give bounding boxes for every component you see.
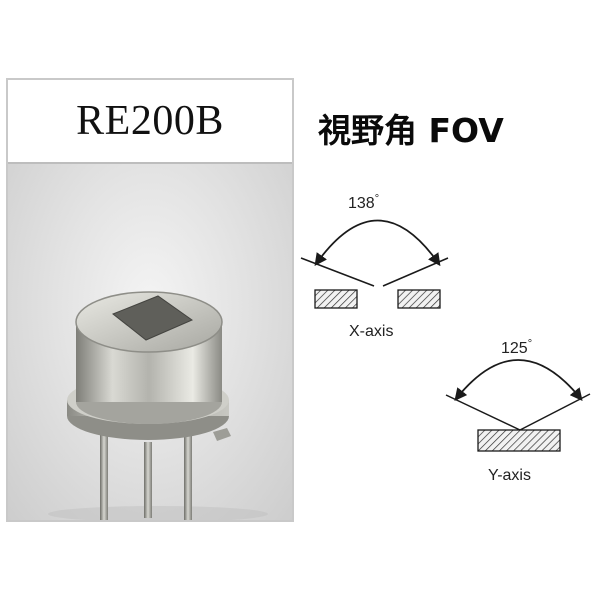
y-angle-label: 125° (501, 338, 532, 357)
pir-sensor-icon (48, 291, 268, 520)
y-axis-label: Y-axis (488, 467, 531, 484)
pin-left (100, 429, 108, 520)
x-sensor-element-left (314, 289, 358, 309)
pin-right (184, 432, 192, 520)
x-fov-arc (314, 219, 441, 267)
fov-title: 視野角 FOV (318, 111, 504, 150)
y-fov-line-left (445, 394, 521, 431)
x-fov-line-left (300, 257, 375, 287)
x-sensor-element-right (397, 289, 441, 309)
model-name: RE200B (76, 98, 224, 144)
y-fov-line-right (519, 393, 591, 431)
y-axis-fov: 125° Y-axis (445, 338, 591, 484)
y-fov-arc (454, 359, 583, 401)
x-axis-label: X-axis (349, 323, 393, 340)
model-title-box: RE200B (8, 80, 292, 164)
x-axis-fov: 138° X-axis (300, 193, 449, 340)
sensor-photo (8, 164, 292, 520)
fov-diagram: 138° X-axis 125° Y-axis (300, 193, 591, 484)
pin-middle (144, 442, 152, 518)
x-angle-label: 138° (348, 193, 379, 212)
product-card: RE200B (6, 78, 294, 522)
y-sensor-element (477, 429, 561, 452)
